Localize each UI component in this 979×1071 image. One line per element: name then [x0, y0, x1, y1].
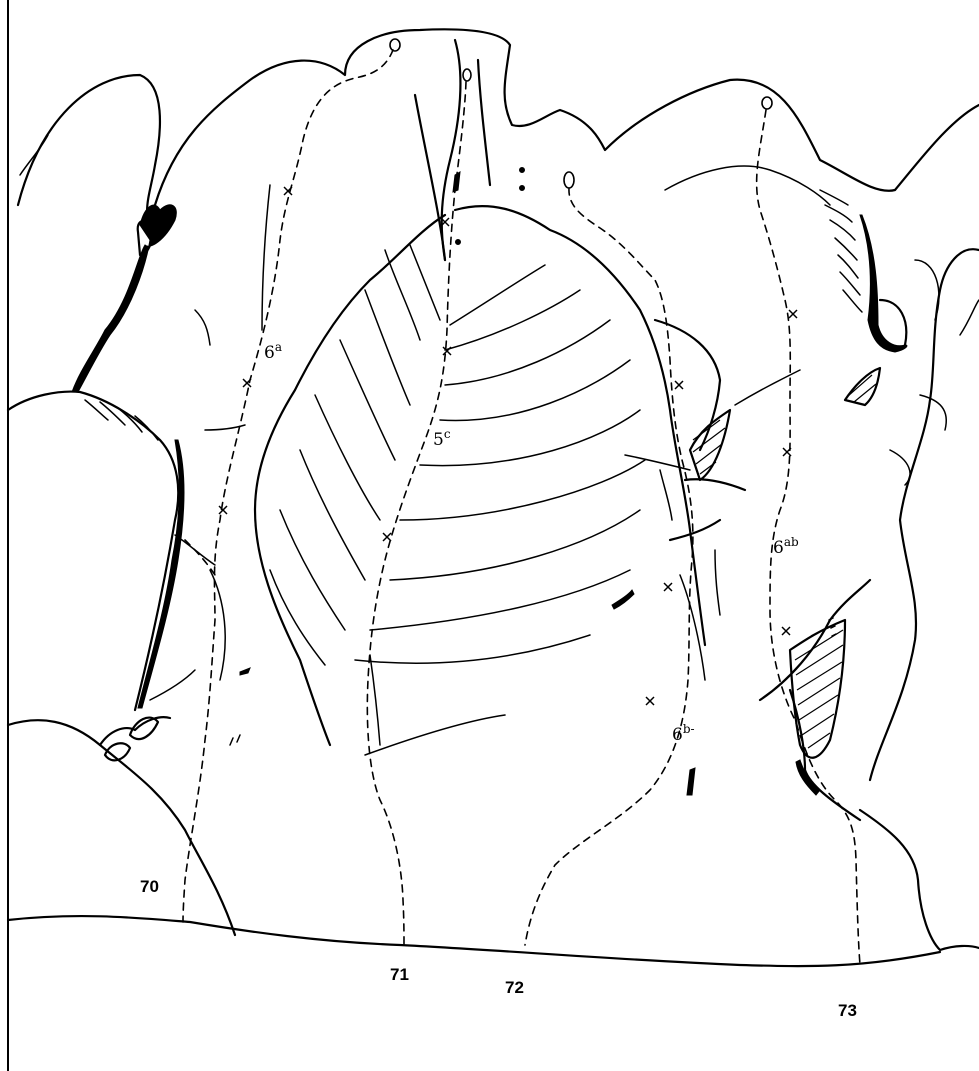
- route-number-72: 72: [505, 978, 524, 997]
- bolt-icon: [675, 381, 683, 389]
- grade-label-71: 5c: [433, 427, 451, 450]
- ledge-flake: [130, 718, 158, 740]
- grade-label-70: 6a: [264, 340, 282, 363]
- shadow-cracks: [72, 168, 907, 796]
- grade-label-72: 6b-: [672, 722, 695, 745]
- bolt-icon: [783, 448, 791, 456]
- belay-anchors: [390, 39, 772, 188]
- route-number-73: 73: [838, 1001, 857, 1020]
- route-number-70: 70: [140, 877, 159, 896]
- bolt-icon: [443, 347, 451, 355]
- bolt-icon: [383, 533, 391, 541]
- bolt-icon: [219, 506, 227, 514]
- anchor-icon: [564, 172, 574, 188]
- route-number-71: 71: [390, 965, 409, 984]
- bolt-icon: [789, 310, 797, 318]
- route-line-71: [367, 82, 466, 945]
- slab-contour-lines: [270, 245, 645, 755]
- grade-label-73: 6ab: [773, 535, 799, 558]
- anchor-icon: [390, 39, 400, 51]
- route-line-72: [525, 188, 693, 945]
- rock-outlines: [8, 29, 979, 966]
- anchor-icon: [762, 97, 772, 109]
- anchor-icon: [463, 69, 471, 81]
- bolt-icon: [646, 697, 654, 705]
- piton-marks: [230, 618, 836, 745]
- bolt-icon: [782, 627, 790, 635]
- route-numbers: 70 71 72 73: [140, 877, 857, 1020]
- route-line-70: [183, 50, 393, 922]
- bolt-marks: [219, 187, 797, 705]
- bolt-icon: [664, 583, 672, 591]
- hatched-overhangs: [85, 190, 880, 758]
- route-line-70-spur: [185, 540, 215, 575]
